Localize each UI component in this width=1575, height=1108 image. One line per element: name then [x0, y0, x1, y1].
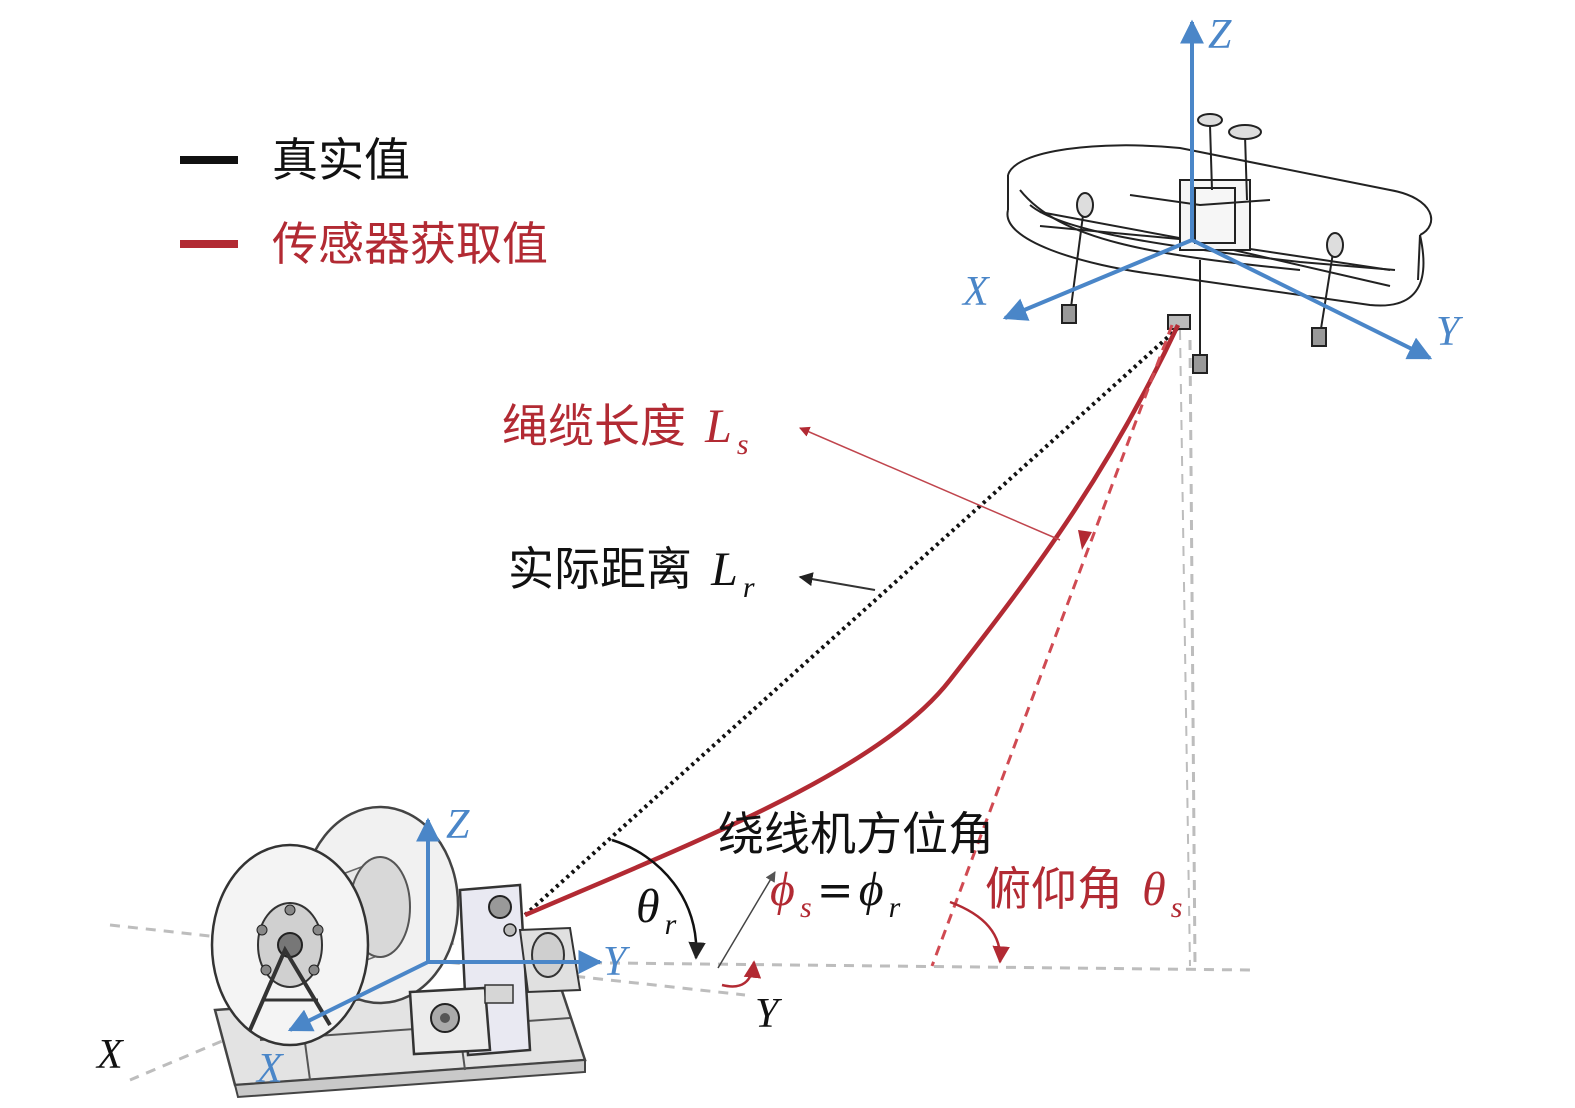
ground-reference-lines [109, 329, 1251, 1082]
theta-r-arc [611, 838, 706, 960]
winch-illustration [210, 805, 587, 1099]
azimuth-leader [717, 871, 776, 969]
drone-illustration [1006, 113, 1433, 374]
actual-distance-leader [798, 572, 876, 591]
phi-arc [721, 960, 762, 988]
ground-y-horizontal [519, 960, 1251, 972]
ground-y-label: Y [755, 991, 783, 1037]
drone-y-label: Y [1436, 309, 1464, 355]
cable-tangent-dashed [930, 324, 1174, 967]
drone-x-axis [1002, 238, 1193, 321]
drone-vertical-projection [1188, 339, 1197, 967]
winch-y-label: Y [603, 939, 631, 985]
winch-x-label: X [255, 1046, 285, 1092]
pitch-angle-label: 俯仰角 θ s [985, 862, 1182, 924]
drone-z-label: Z [1208, 12, 1232, 58]
ground-x-label: X [95, 1032, 125, 1078]
winch-x-axis [287, 960, 429, 1032]
winch-frame-axes [287, 817, 603, 1032]
drone-vertical-projection-2 [1179, 329, 1191, 967]
cable-length-leader [799, 426, 1061, 541]
drone-y-axis [1191, 238, 1433, 360]
sensed-cable-curve [524, 324, 1181, 918]
legend-true-label: 真实值 [272, 133, 410, 187]
legend: 真实值 传感器获取值 [180, 133, 548, 271]
actual-distance-label: 实际距离 L r [508, 542, 755, 604]
tangent-arrowhead [1078, 530, 1092, 550]
theta-s-arc [949, 900, 1010, 964]
legend-sensor-label: 传感器获取值 [272, 217, 548, 271]
drone-x-label: X [961, 269, 991, 315]
phi-equation: ϕ s = ϕ r [770, 863, 901, 924]
cable-length-label: 绳缆长度 L s [502, 399, 749, 461]
winch-z-label: Z [446, 802, 470, 848]
winch-azimuth-label: 绕线机方位角 [718, 807, 994, 861]
theta-r-label: θ r [636, 880, 677, 941]
drone-frame-axes [1002, 19, 1433, 360]
